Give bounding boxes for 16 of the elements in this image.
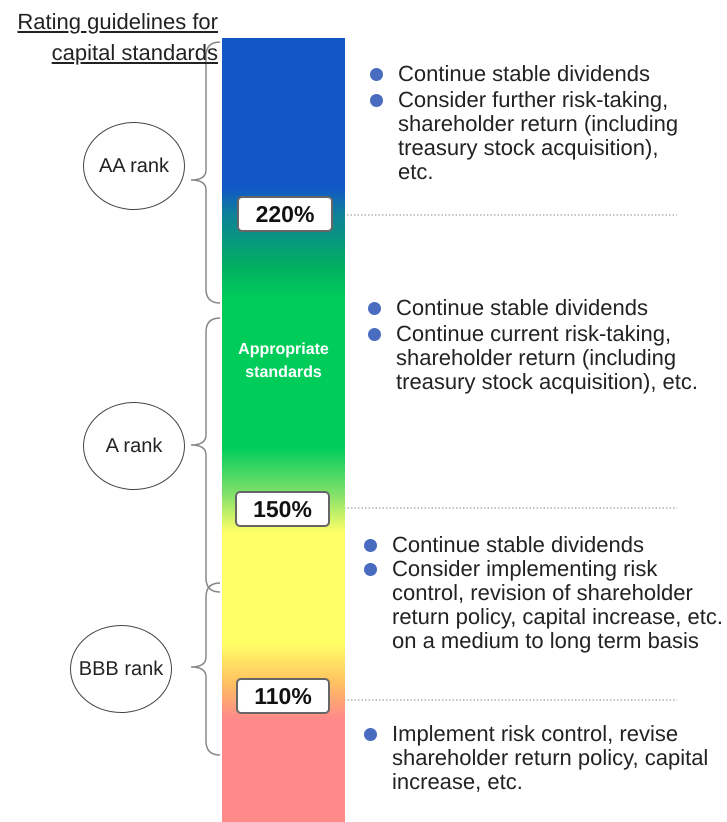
rank-circle: BBB rank <box>70 625 172 713</box>
bullet-text: Continue stable dividends <box>396 296 649 320</box>
gradient-bar <box>222 38 345 822</box>
bullet-text: Continue stable dividends <box>398 62 651 86</box>
heading: Rating guidelines for capital standards <box>16 8 218 67</box>
bullet-text: Consider further risk-taking, shareholder return (including treasury stock acquisition), etc. <box>398 88 680 184</box>
percent-label: 220% <box>237 196 333 232</box>
rank-circle: A rank <box>83 402 185 490</box>
bullet-text: Continue current risk-taking, shareholder return (including treasury stock acquisition), etc. <box>396 322 700 394</box>
bar-label: Appropriate standards <box>237 340 330 383</box>
rank-circle: AA rank <box>83 122 185 210</box>
percent-label: 150% <box>235 491 330 527</box>
bullet-text: Continue stable dividends <box>392 533 645 557</box>
bullet-text: Implement risk control, revise shareholder return policy, capital increase, etc. <box>392 722 710 794</box>
percent-label: 110% <box>236 678 330 714</box>
bullet-text: Consider implementing risk control, revision of shareholder return policy, capital increase, etc. on a medium to long term basis <box>392 557 724 653</box>
